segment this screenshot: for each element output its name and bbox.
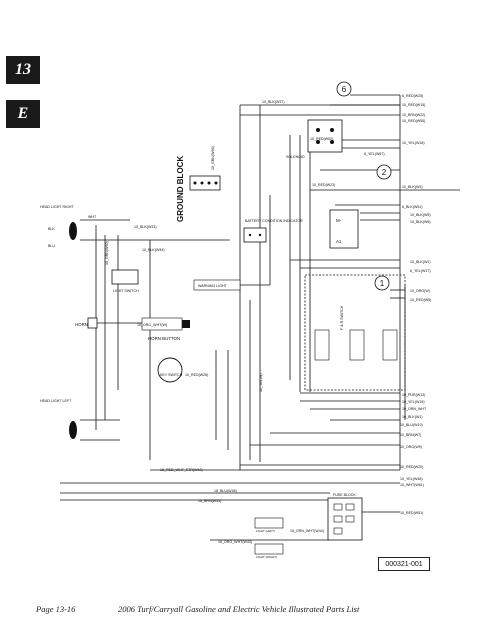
wire-label: 16_GRN_WHT(W44): [290, 529, 324, 533]
wire-label: 10_BLK(W37): [262, 100, 285, 104]
other-wire-labels: 10_BLK(W37) 10_RED(W52) 10_RED(W23) 10_B…: [48, 100, 335, 544]
battery-condition-indicator: [243, 227, 267, 243]
fuse-block: [327, 497, 363, 541]
motor: M- A1: [329, 209, 359, 249]
wire-label: 6_YEL(W67): [364, 152, 385, 156]
wire-label: 16_BLU(W46): [214, 489, 237, 493]
head-light-left: [69, 421, 77, 439]
wire-label: 10_RED(W51): [400, 511, 423, 515]
wire-label: 10_BLK(W44): [142, 248, 165, 252]
tail-lights: [254, 517, 284, 555]
head-light-right: [69, 222, 77, 240]
wire-label: 10_BLK(W1): [410, 260, 431, 264]
horn-button: [141, 317, 190, 331]
ground-block-label: GROUND BLOCK: [176, 156, 185, 222]
fuse-block-label: FUSE BLOCK: [333, 493, 356, 497]
fnr-switch-label: F & R SWITCH: [340, 305, 344, 330]
wire-label: 10_ORG_WHT(W): [137, 323, 167, 327]
wire-label: 10_YEL(W48): [400, 477, 423, 481]
wire-label: 10_YEL(W15): [402, 400, 425, 404]
svg-text:A1: A1: [336, 239, 342, 244]
head-light-left-label: HEAD LIGHT LEFT: [40, 399, 72, 403]
horn-label: HORN: [75, 322, 88, 327]
callout-1: 1: [374, 275, 390, 291]
wire-label: 16_BRN(W45): [198, 499, 221, 503]
wire-label: 10_RED(W15): [402, 103, 425, 107]
tail-light-left-label: LIGHT (LEFT): [256, 529, 275, 533]
callout-2-label: 2: [382, 168, 387, 177]
wire-label: 10_YEL(W): [259, 373, 263, 392]
callout-6: 6: [336, 81, 352, 97]
footer-title: 2006 Turf/Carryall Gasoline and Electric…: [118, 604, 360, 614]
wire-lines: [60, 94, 460, 541]
wire-label: 10_RED(W5): [410, 298, 431, 302]
wire-label: 10_BLK(W3): [402, 185, 423, 189]
warning-light: [193, 279, 241, 291]
wire-label: 10_ORG(W): [410, 289, 430, 293]
ground-block: [189, 175, 221, 191]
wire-label: 10_GRN(W60): [105, 241, 109, 265]
wire-label: BLK: [48, 227, 55, 231]
warning-light-label: WARNING LIGHT: [198, 284, 228, 288]
wire-label: 10_RED(W20): [400, 465, 423, 469]
horn: [87, 317, 98, 329]
wire-label: 10_BLK(W5): [410, 213, 431, 217]
wire-label: 6_BLK(W51): [402, 205, 423, 209]
wire-label: 16_RED_WHT_STR(W42): [160, 468, 203, 472]
wire-label: 10_RED(W26): [185, 373, 208, 377]
head-light-right-label: HEAD LIGHT RIGHT: [40, 205, 74, 209]
footer-page: Page 13-16: [36, 604, 76, 614]
wire-label: 6_RED(W25): [402, 94, 423, 98]
callout-1-label: 1: [380, 279, 385, 288]
battery-indicator-label: BATTERY CONDITION INDICATOR: [245, 219, 303, 223]
horn-button-label: HORN BUTTON: [148, 336, 180, 341]
fnr-switch: [304, 274, 406, 391]
wire-label: 10_BRN(W22): [402, 113, 425, 117]
right-wire-labels: 6_RED(W25) 10_RED(W15) 10_BRN(W22) 10_RE…: [364, 94, 431, 515]
figure-code: 000321-001: [378, 557, 430, 571]
callout-6-label: 6: [342, 85, 347, 94]
wire-label: 10_BLK(W6): [410, 220, 431, 224]
wire-label: 10_BLU(W10): [400, 423, 423, 427]
key-switch-label: KEY SWITCH: [160, 373, 183, 377]
wire-label: 10_RED(W55): [402, 119, 425, 123]
callout-2: 2: [376, 164, 392, 180]
wire-label: 10_RED(W52): [310, 137, 333, 141]
solenoid-label: SOLENOID: [286, 155, 305, 159]
tail-light-right-label: LIGHT (RIGHT): [256, 555, 277, 559]
wire-label: 10_ORG(W9): [400, 445, 422, 449]
wire-label: 16_ORG_WHT(W43): [218, 540, 252, 544]
wire-label: 10_BLK(W33): [134, 225, 157, 229]
wire-label: 6_YEL(W17): [410, 269, 431, 273]
wire-label: 10_GRN(W66): [211, 146, 215, 170]
key-switch: [157, 357, 183, 383]
svg-text:M-: M-: [336, 218, 342, 223]
solenoid: [307, 119, 343, 153]
wire-label: 10_PUR(W13): [402, 393, 425, 397]
wire-label: 10_BLK(W1): [402, 415, 423, 419]
wire-label: 10_BRN(W7): [400, 433, 421, 437]
light-switch-label: LIGHT SWITCH: [113, 289, 139, 293]
wire-label: 10_RED(W23): [312, 183, 335, 187]
section-tab: E: [6, 100, 40, 128]
wire-label: BLU: [48, 244, 55, 248]
wire-label: WHT: [88, 215, 97, 219]
wire-label: 10_YEL(W18): [402, 141, 425, 145]
light-switch: [111, 269, 139, 285]
chapter-tab: 13: [6, 56, 40, 84]
wire-label: 10_ORN_WHT: [402, 407, 427, 411]
wire-label: 10_WHT(W61): [400, 483, 424, 487]
